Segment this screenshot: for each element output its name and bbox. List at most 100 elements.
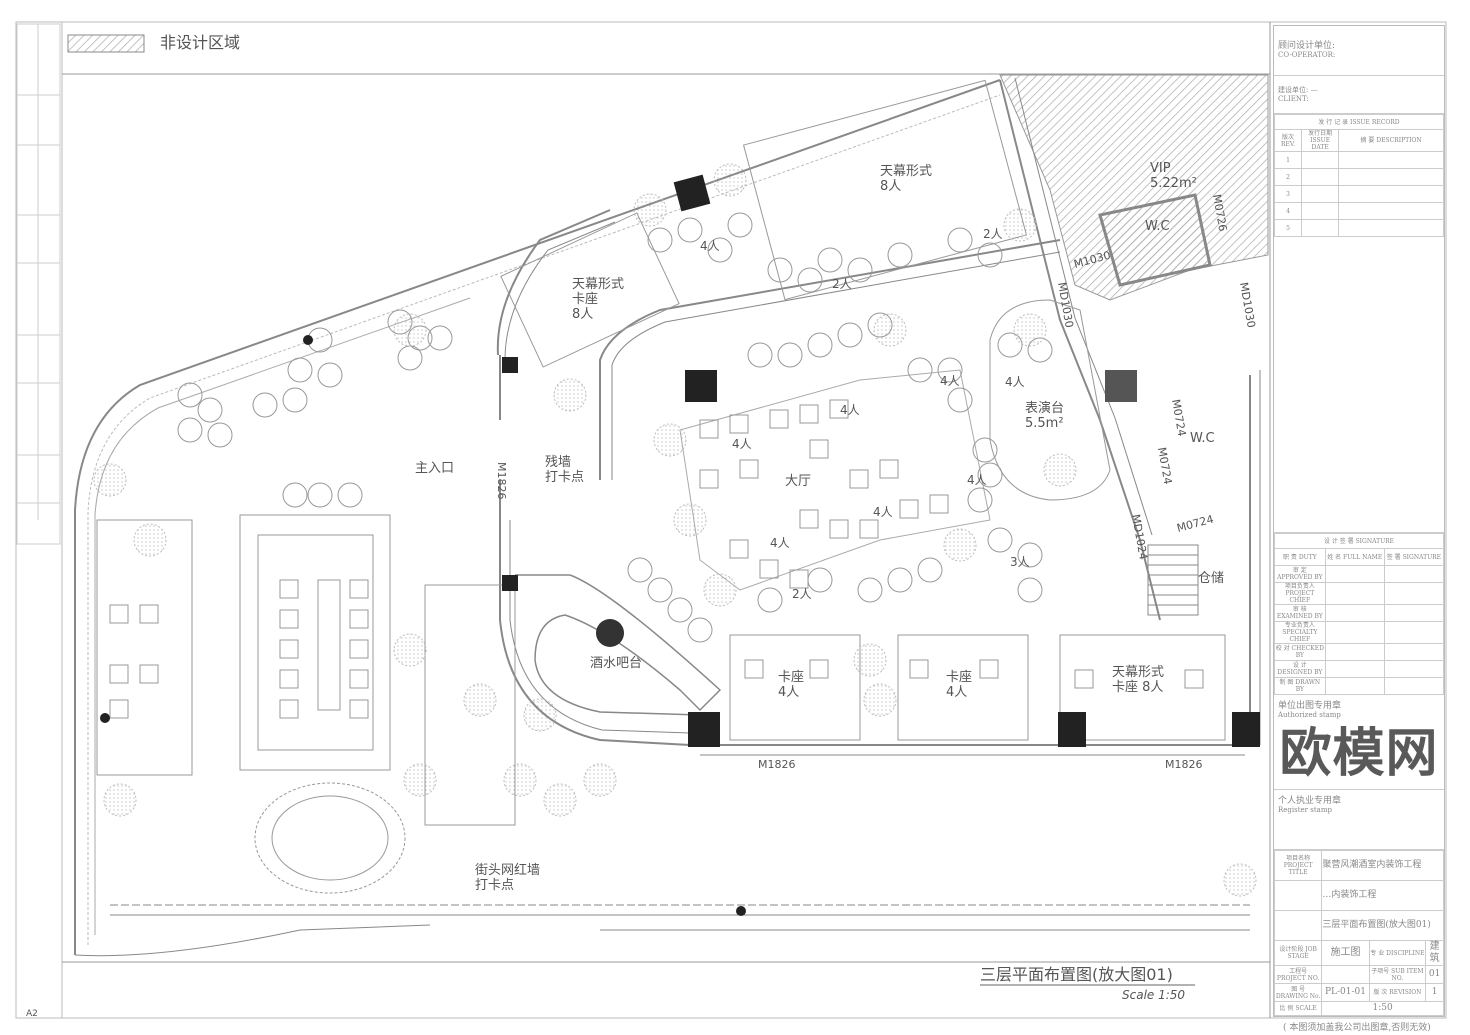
door-tag: MD1030 xyxy=(1237,281,1258,329)
chair xyxy=(857,577,883,603)
marker-dot xyxy=(303,335,313,345)
room-label-hall: 大厅 xyxy=(785,474,811,489)
furniture-layer xyxy=(93,163,1257,916)
chair xyxy=(177,382,203,408)
chair xyxy=(777,342,803,368)
door-tag: M0724 xyxy=(1155,446,1174,485)
seat xyxy=(909,659,929,679)
room-label-wc-right: W.C xyxy=(1190,431,1215,446)
seat-count-label: 4人 xyxy=(873,505,893,519)
chair xyxy=(287,357,313,383)
plant xyxy=(93,463,127,497)
seat-count-label: 4人 xyxy=(732,437,752,451)
seat xyxy=(729,539,749,559)
project-no-label: 工程号 PROJECT NO. xyxy=(1273,965,1323,984)
sig-header: 职 责 DUTY xyxy=(1274,548,1326,566)
seat xyxy=(279,699,299,719)
bartender-figure xyxy=(596,619,624,647)
seat xyxy=(744,659,764,679)
plant xyxy=(1003,208,1037,242)
seat-count-label: 4人 xyxy=(700,239,720,253)
seat xyxy=(109,604,129,624)
chair xyxy=(307,482,333,508)
seat xyxy=(809,439,829,459)
sig-row: 校 对 CHECKED BY xyxy=(1274,643,1326,661)
chair xyxy=(647,577,673,603)
plant xyxy=(403,763,437,797)
chair xyxy=(1017,577,1043,603)
seat xyxy=(799,509,819,529)
chair xyxy=(207,422,233,448)
issue-record-table: 发 行 记 录 ISSUE RECORD 版次 REV. 发行日期 ISSUE … xyxy=(1273,114,1444,237)
marker-dot xyxy=(736,906,746,916)
plant xyxy=(1043,453,1077,487)
seat xyxy=(829,519,849,539)
seat-count-label: 2人 xyxy=(983,227,1003,241)
watermark-logo: 欧模网 xyxy=(1279,724,1439,784)
room-label-ruin-wall: 打卡点 xyxy=(545,470,584,485)
chair xyxy=(647,227,673,253)
door-tag: MD1024 xyxy=(1129,513,1150,561)
seat xyxy=(1184,669,1204,689)
seat-count-label: 4人 xyxy=(840,403,860,417)
door-tag: MD1030 xyxy=(1055,281,1076,329)
stamp-person-cn: 个人执业专用章 xyxy=(1278,796,1342,806)
seat xyxy=(109,664,129,684)
seat-count-label: 4人 xyxy=(967,473,987,487)
signature-title: 设 计 签 署 SIGNATURE xyxy=(1274,533,1444,549)
discipline: 建筑 xyxy=(1425,940,1444,966)
door-tag: M0724 xyxy=(1169,398,1188,437)
seat xyxy=(109,699,129,719)
drawing-no: PL-01-01 xyxy=(1321,983,1370,1002)
plant xyxy=(703,573,737,607)
seat xyxy=(1074,669,1094,689)
seat xyxy=(139,664,159,684)
chair xyxy=(837,322,863,348)
plant xyxy=(503,763,537,797)
door-tag: M0726 xyxy=(1210,193,1229,232)
sub-item: 01 xyxy=(1425,965,1444,984)
seat xyxy=(279,579,299,599)
cooperator-cn: 顾问设计单位: xyxy=(1278,41,1336,51)
issue-record-title: 发 行 记 录 ISSUE RECORD xyxy=(1274,114,1444,130)
plant xyxy=(1223,863,1257,897)
scale-label: 比 例 SCALE xyxy=(1273,1001,1323,1016)
room-label-street-wall: 街头网红墙 xyxy=(475,862,540,878)
chair xyxy=(947,387,973,413)
plant xyxy=(713,163,747,197)
plant xyxy=(523,698,557,732)
legend-label: 非设计区域 xyxy=(160,33,240,52)
sig-row: 项目负责人 PROJECT CHIEF xyxy=(1274,582,1326,605)
seat xyxy=(799,404,819,424)
seat xyxy=(699,469,719,489)
room-label-booth-1: 卡座 xyxy=(778,670,804,685)
seat xyxy=(279,669,299,689)
drawing-title: 三层平面布置图(放大图01) xyxy=(980,965,1173,984)
bar-counter xyxy=(515,574,722,716)
plant xyxy=(553,378,587,412)
plant xyxy=(463,683,497,717)
plant xyxy=(1013,313,1047,347)
seat-count-label: 4人 xyxy=(940,374,960,388)
room-label-canopy-left: 8人 xyxy=(572,307,593,322)
chair xyxy=(947,227,973,253)
chair xyxy=(1017,542,1043,568)
issue-row: 5 xyxy=(1273,219,1303,237)
issue-row: 3 xyxy=(1273,185,1303,203)
revision-label: 版 次 REVISION xyxy=(1368,983,1427,1002)
left-signature-strip xyxy=(16,23,61,545)
seat xyxy=(349,669,369,689)
chair xyxy=(677,217,703,243)
chair xyxy=(767,257,793,283)
seat xyxy=(829,399,849,419)
seat xyxy=(859,519,879,539)
room-label-stage: 表演台 xyxy=(1025,400,1064,416)
room-labels: 天幕形式8人VIP5.22m²W.C天幕形式卡座8人表演台5.5m²大厅W.C仓… xyxy=(415,161,1224,893)
chair xyxy=(687,617,713,643)
stamp-unit-cn: 单位出图专用章 xyxy=(1278,701,1342,711)
room-label-bar: 酒水吧台 xyxy=(590,656,642,671)
marker-dot xyxy=(100,713,110,723)
chair xyxy=(747,342,773,368)
